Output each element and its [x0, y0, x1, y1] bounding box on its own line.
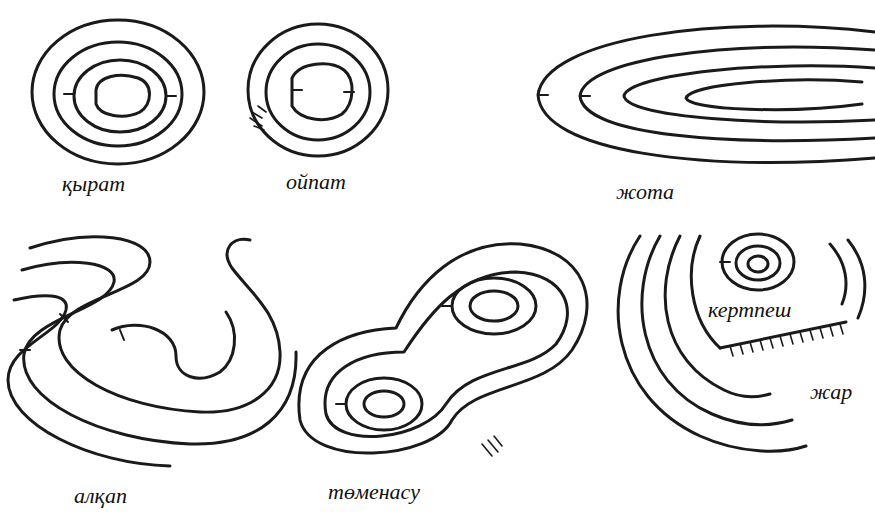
relief-label: ойпат	[284, 170, 348, 194]
depression-contours	[248, 24, 388, 156]
relief-label: жар	[808, 380, 854, 404]
relief-label: кертпеш	[706, 298, 793, 322]
relief-label: қырат	[60, 172, 127, 196]
relief-label: төменасу	[326, 480, 422, 504]
saddle-contours	[299, 244, 587, 456]
ridge-contours	[538, 26, 875, 162]
hill-contours	[32, 20, 204, 164]
scarp-cliff-contours	[618, 234, 865, 451]
relief-label: жота	[614, 180, 676, 204]
valley-contours	[8, 237, 296, 466]
relief-label: алқап	[72, 484, 129, 508]
